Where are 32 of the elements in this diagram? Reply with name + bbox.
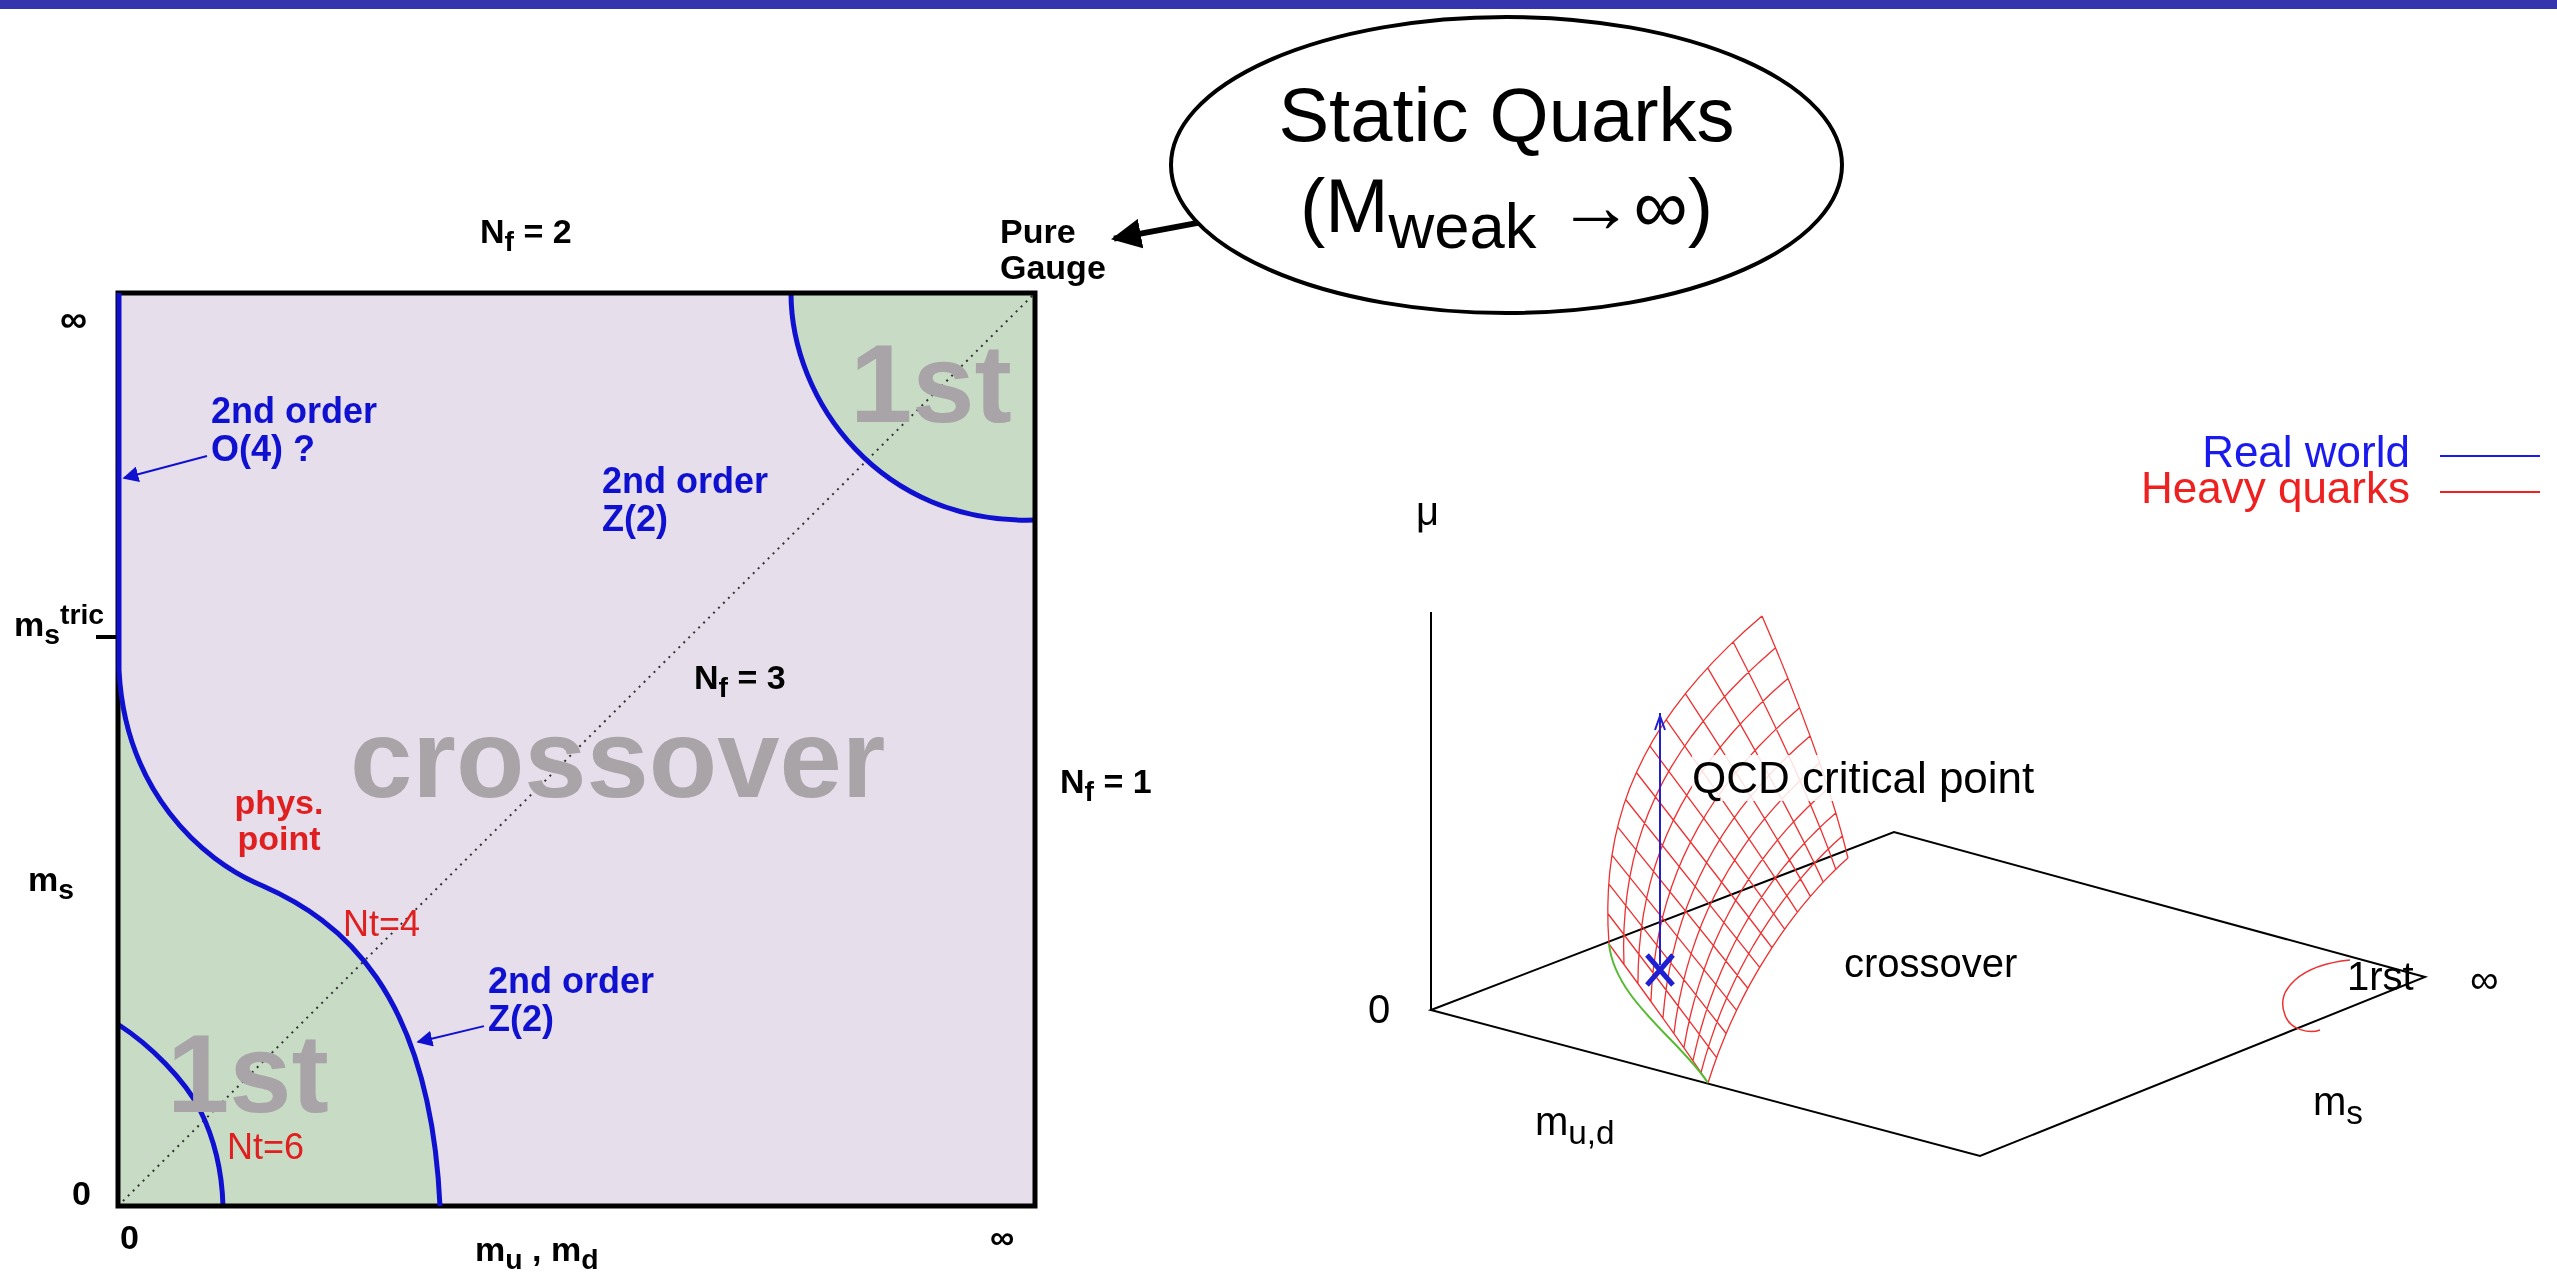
axis-tick: ∞ — [2470, 958, 2499, 1000]
transition-label: 2nd order O(4) ? — [211, 392, 401, 468]
flavor-label: N$_{f}$ = 3 — [694, 660, 786, 703]
lattice-label: Nt=4 — [343, 905, 421, 943]
axis-tick: 0 — [120, 1220, 139, 1256]
arrow — [416, 1025, 485, 1047]
region-label: crossover — [1844, 942, 2018, 984]
point-label: phys. point — [233, 785, 325, 857]
transition-line — [116, 293, 122, 670]
point-label: QCD critical point — [1692, 755, 2035, 802]
callout-text: Static Quarks (M$_{weak}$ →∞) — [1277, 71, 1736, 264]
flavor-label: N$_{f}$ = 1 — [1060, 764, 1152, 807]
axis-tick: ∞ — [990, 1220, 1015, 1256]
axis-label: m$_{u}$ , m$_{d}$ — [475, 1232, 599, 1275]
transition-label: 2nd order Z(2) — [602, 462, 770, 538]
axis-tick: 0 — [1368, 988, 1391, 1030]
axis-tick: 0 — [72, 1176, 91, 1212]
axis-label: μ — [1416, 490, 1440, 532]
region-label: crossover — [350, 700, 886, 818]
region-label: 1st — [850, 325, 1012, 443]
axis-tick: ∞ — [60, 300, 88, 340]
point-label: Pure Gauge — [1000, 214, 1110, 286]
legend-label: Heavy quarks — [2141, 466, 2410, 510]
transition-label: 2nd order Z(2) — [488, 962, 698, 1038]
axis-label: m$_{u,d}$ — [1535, 1100, 1615, 1150]
arrow — [122, 455, 208, 483]
region-label: 1rst — [2347, 955, 2414, 997]
arrow — [1111, 218, 1199, 249]
axis-label: m$_{s}$ — [28, 862, 74, 905]
plot-title: N$_{f}$ = 2 — [480, 214, 572, 257]
axis-label: m$_{s}$ — [2313, 1080, 2363, 1130]
callout-ellipse — [1168, 14, 1845, 316]
